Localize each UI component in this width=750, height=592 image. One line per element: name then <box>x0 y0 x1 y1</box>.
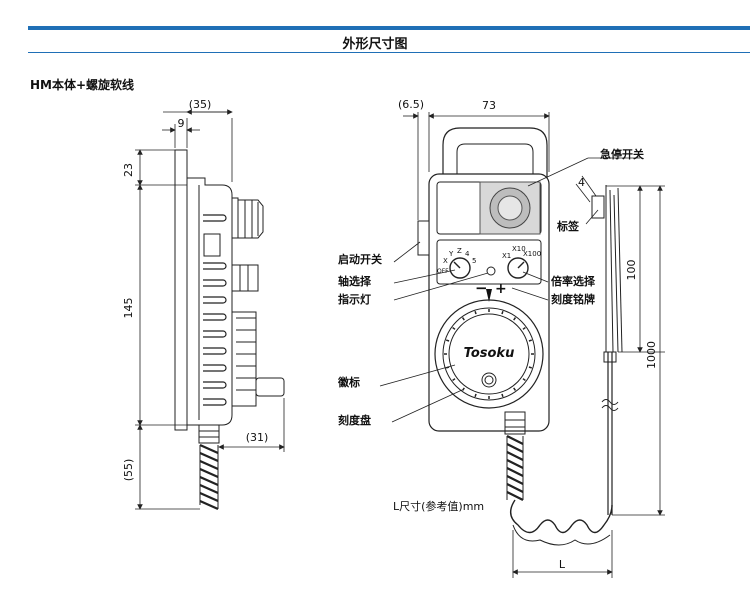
dim-145: 145 <box>122 298 135 319</box>
dial-tick <box>513 317 517 321</box>
label-plate: 刻度铭牌 <box>551 292 595 306</box>
rate-mark-x100: X100 <box>523 250 541 258</box>
label-l-note: L尺寸(参考值)mm <box>393 499 484 513</box>
dial-plus: + <box>495 281 507 297</box>
axis-mark-x: X <box>443 257 448 265</box>
side-dimensions <box>135 109 285 510</box>
dial-tick <box>522 378 526 382</box>
dim-73: 73 <box>482 99 496 112</box>
dim-55: (55) <box>122 459 135 482</box>
dim-6-5: (6.5) <box>398 98 424 111</box>
label-tag: 标签 <box>556 219 580 233</box>
axis-mark-4: 4 <box>465 250 470 258</box>
dim-1000: 1000 <box>645 341 658 369</box>
dial-tick <box>474 310 477 315</box>
axis-mark-5: 5 <box>472 257 476 265</box>
dim-23: 23 <box>122 163 135 177</box>
dial-tick <box>528 366 533 369</box>
dial-ticks <box>444 309 534 399</box>
axis-mark-off: OFF <box>437 268 449 275</box>
rate-mark-x1: X1 <box>502 252 511 260</box>
rate-mark-x10: X10 <box>512 245 526 253</box>
dial-tick <box>513 387 517 391</box>
label-axis: 轴选择 <box>338 274 372 288</box>
label-indicator: 指示灯 <box>338 292 371 306</box>
dim-100: 100 <box>625 260 638 281</box>
dial-tick <box>522 326 526 330</box>
label-dial: 刻度盘 <box>338 413 371 427</box>
label-estop: 急停开关 <box>600 147 644 161</box>
header-rule <box>28 26 750 30</box>
dim-4: 4 <box>578 176 585 189</box>
dim-31: (31) <box>246 431 269 444</box>
page-title: 外形尺寸图 <box>342 37 408 52</box>
dial-tick <box>452 378 456 382</box>
side-view <box>174 149 285 511</box>
dial-tick <box>501 393 504 398</box>
dial-tick <box>461 387 465 391</box>
dial-tick <box>528 339 533 342</box>
dial-minus: − <box>475 279 488 297</box>
axis-mark-y: Y <box>448 250 454 258</box>
front-view <box>417 127 623 546</box>
dim-l: L <box>559 558 566 571</box>
header-subrule <box>28 52 750 53</box>
front-dimensions <box>403 112 665 578</box>
label-rate: 倍率选择 <box>551 274 596 288</box>
dial-tick <box>474 393 477 398</box>
leader-lines <box>379 157 640 423</box>
brand-logo: Tosoku <box>464 346 515 361</box>
axis-mark-z: Z <box>457 247 462 255</box>
label-emblem: 徽标 <box>337 375 360 389</box>
dim-9: 9 <box>178 117 185 130</box>
dial-tick <box>461 317 465 321</box>
label-start: 启动开关 <box>338 252 382 266</box>
dial-tick <box>452 326 456 330</box>
section-subtitle: HM本体+螺旋软线 <box>30 78 135 92</box>
dial-tick <box>445 339 450 342</box>
dial-tick <box>501 310 504 315</box>
dim-35: (35) <box>189 98 212 111</box>
